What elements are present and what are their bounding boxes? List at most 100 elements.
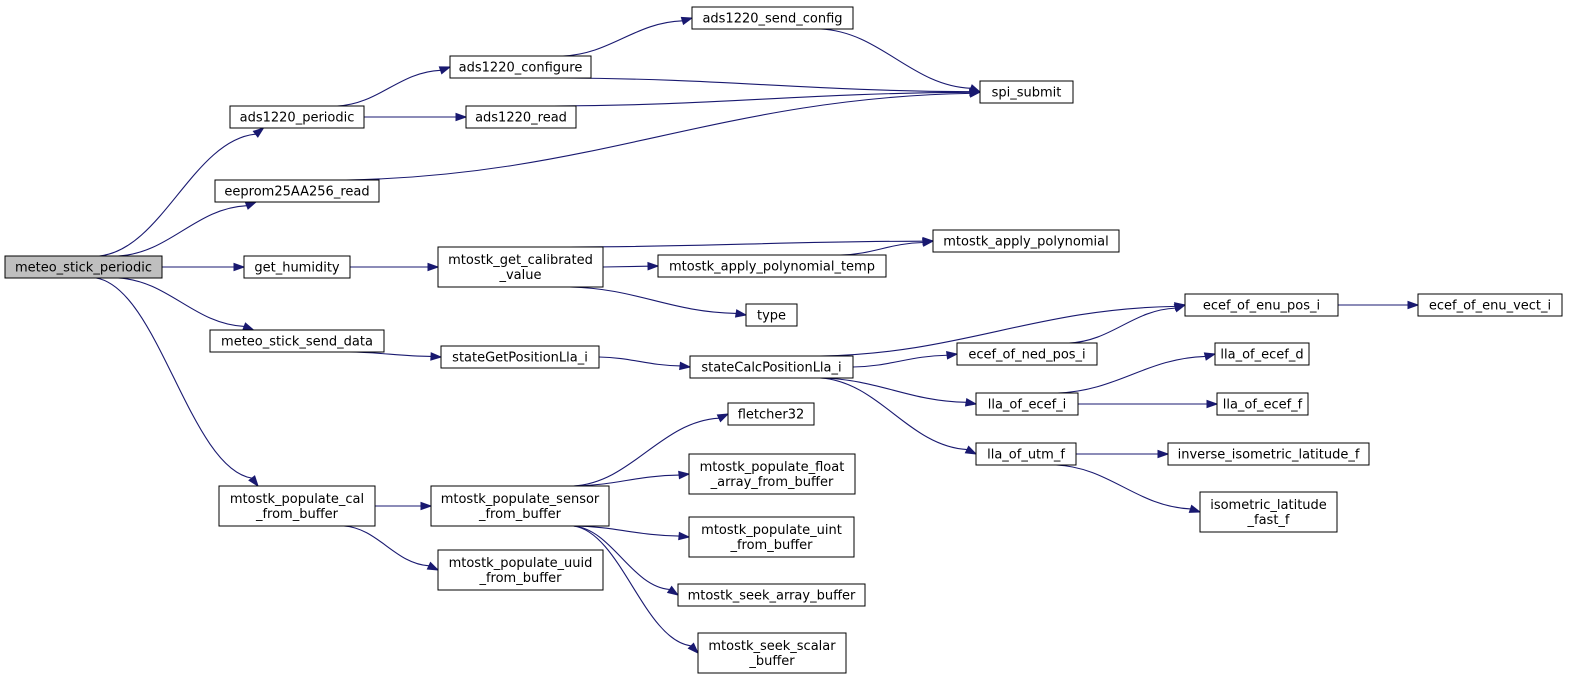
node-mtostk_populate_uint_from_buffer[interactable]: mtostk_populate_uint_from_buffer <box>688 516 855 558</box>
node-box <box>689 355 854 379</box>
arrowhead-icon <box>964 398 978 407</box>
arrowhead-icon <box>1203 352 1217 361</box>
edge-meteo_stick_send_data-to-stateGetPositionLla_i <box>349 351 443 361</box>
node-mtostk_populate_float_array_from_buffer[interactable]: mtostk_populate_float_array_from_buffer <box>688 453 856 495</box>
node-box <box>430 485 610 527</box>
edge-line <box>820 377 967 403</box>
node-ads1220_periodic[interactable]: ads1220_periodic <box>229 105 365 129</box>
node-ecef_of_ned_pos_i[interactable]: ecef_of_ned_pos_i <box>956 342 1098 366</box>
edge-lla_of_ecef_i-to-lla_of_ecef_d <box>1057 352 1217 394</box>
node-label: lla_of_ecef_i <box>988 398 1067 413</box>
node-label: _from_buffer <box>255 507 339 522</box>
node-label: lla_of_ecef_f <box>1223 398 1303 413</box>
node-label: eeprom25AA256_read <box>224 185 369 200</box>
node-mtostk_populate_sensor_from_buffer[interactable]: mtostk_populate_sensor_from_buffer <box>430 485 610 527</box>
node-meteo_stick_periodic[interactable]: meteo_stick_periodic <box>4 255 163 279</box>
node-lla_of_ecef_f[interactable]: lla_of_ecef_f <box>1216 392 1309 416</box>
arrowhead-icon <box>1173 304 1187 313</box>
node-label: mtostk_seek_array_buffer <box>688 589 856 604</box>
node-ecef_of_enu_vect_i[interactable]: ecef_of_enu_vect_i <box>1417 293 1563 317</box>
edge-ads1220_send_config-to-spi_submit <box>820 28 982 93</box>
node-type[interactable]: type <box>745 303 798 327</box>
node-label: _from_buffer <box>729 538 813 553</box>
node-box <box>688 516 855 558</box>
node-mtostk_populate_uuid_from_buffer[interactable]: mtostk_populate_uuid_from_buffer <box>437 549 604 591</box>
edge-line <box>573 474 680 487</box>
node-isometric_latitude_fast_f[interactable]: isometric_latitude_fast_f <box>1199 491 1338 533</box>
node-ads1220_read[interactable]: ads1220_read <box>465 105 577 129</box>
arrowhead-icon <box>1157 449 1170 459</box>
node-ads1220_send_config[interactable]: ads1220_send_config <box>691 6 854 30</box>
node-box <box>1167 442 1370 466</box>
edge-line <box>820 28 971 89</box>
node-box <box>956 342 1098 366</box>
node-ads1220_configure[interactable]: ads1220_configure <box>449 55 592 79</box>
edge-mtostk_get_calibrated_value-to-mtostk_apply_polynomial_temp <box>602 261 660 271</box>
edge-ecef_of_enu_pos_i-to-ecef_of_enu_vect_i <box>1338 300 1420 310</box>
arrowhead-icon <box>244 201 258 210</box>
edge-line <box>99 133 256 257</box>
edge-line <box>569 240 924 248</box>
edge-meteo_stick_periodic-to-ads1220_periodic <box>99 127 265 257</box>
arrowhead-icon <box>680 16 694 26</box>
node-box <box>437 246 604 288</box>
node-label: mtostk_apply_polynomial_temp <box>669 260 875 275</box>
node-mtostk_seek_array_buffer[interactable]: mtostk_seek_array_buffer <box>677 583 866 607</box>
node-lla_of_utm_f[interactable]: lla_of_utm_f <box>975 442 1077 466</box>
edge-line <box>337 69 441 107</box>
node-inverse_isometric_latitude_f[interactable]: inverse_isometric_latitude_f <box>1167 442 1370 466</box>
arrowhead-icon <box>716 413 730 423</box>
node-lla_of_ecef_d[interactable]: lla_of_ecef_d <box>1214 342 1310 366</box>
edge-ads1220_periodic-to-ads1220_configure <box>337 66 452 107</box>
arrowhead-icon <box>252 127 265 138</box>
edge-ads1220_periodic-to-ads1220_read <box>364 112 468 122</box>
node-meteo_stick_send_data[interactable]: meteo_stick_send_data <box>209 329 385 353</box>
node-label: mtostk_get_calibrated <box>448 253 593 268</box>
node-ecef_of_enu_pos_i[interactable]: ecef_of_enu_pos_i <box>1184 293 1339 317</box>
node-box <box>975 442 1077 466</box>
edge-eeprom25AA256_read-to-spi_submit <box>346 89 982 181</box>
node-label: _fast_f <box>1247 513 1290 528</box>
arrowhead-icon <box>438 66 452 75</box>
edge-line <box>573 525 670 591</box>
node-fletcher32[interactable]: fletcher32 <box>727 402 815 426</box>
edge-mtostk_populate_sensor_from_buffer-to-mtostk_populate_float_array_from_buffer <box>573 470 691 487</box>
node-label: type <box>757 309 786 324</box>
node-stateCalcPositionLla_i[interactable]: stateCalcPositionLla_i <box>689 355 854 379</box>
edge-line <box>820 377 968 451</box>
node-label: lla_of_utm_f <box>987 448 1065 463</box>
node-box <box>440 345 600 369</box>
edge-stateCalcPositionLla_i-to-lla_of_ecef_i <box>820 377 978 407</box>
node-label: _value <box>498 268 541 283</box>
edges-layer <box>95 16 1420 655</box>
arrowhead-icon <box>420 501 433 511</box>
arrowhead-icon <box>734 309 748 318</box>
node-box <box>932 229 1120 253</box>
arrowhead-icon <box>687 642 700 655</box>
node-mtostk_apply_polynomial_temp[interactable]: mtostk_apply_polynomial_temp <box>657 254 887 278</box>
node-mtostk_get_calibrated_value[interactable]: mtostk_get_calibrated_value <box>437 246 604 288</box>
arrowhead-icon <box>679 361 692 371</box>
node-mtostk_apply_polynomial[interactable]: mtostk_apply_polynomial <box>932 229 1120 253</box>
edge-mtostk_populate_sensor_from_buffer-to-mtostk_seek_scalar_buffer <box>573 525 700 655</box>
node-lla_of_ecef_i[interactable]: lla_of_ecef_i <box>975 392 1079 416</box>
node-eeprom25AA256_read[interactable]: eeprom25AA256_read <box>214 179 380 203</box>
node-box <box>657 254 887 278</box>
node-box <box>677 583 866 607</box>
node-get_humidity[interactable]: get_humidity <box>243 255 351 279</box>
node-label: get_humidity <box>254 261 340 276</box>
node-stateGetPositionLla_i[interactable]: stateGetPositionLla_i <box>440 345 600 369</box>
node-spi_submit[interactable]: spi_submit <box>979 80 1074 104</box>
arrowhead-icon <box>946 351 959 360</box>
node-mtostk_populate_cal_from_buffer[interactable]: mtostk_populate_cal_from_buffer <box>218 485 376 527</box>
arrowhead-icon <box>678 470 691 480</box>
node-box <box>437 549 604 591</box>
edge-line <box>598 356 681 367</box>
arrowhead-icon <box>248 475 259 488</box>
arrowhead-icon <box>455 112 468 122</box>
node-box <box>979 80 1074 104</box>
node-mtostk_seek_scalar_buffer[interactable]: mtostk_seek_scalar_buffer <box>697 632 847 674</box>
node-label: ads1220_send_config <box>702 12 842 27</box>
edge-stateGetPositionLla_i-to-stateCalcPositionLla_i <box>598 356 692 371</box>
